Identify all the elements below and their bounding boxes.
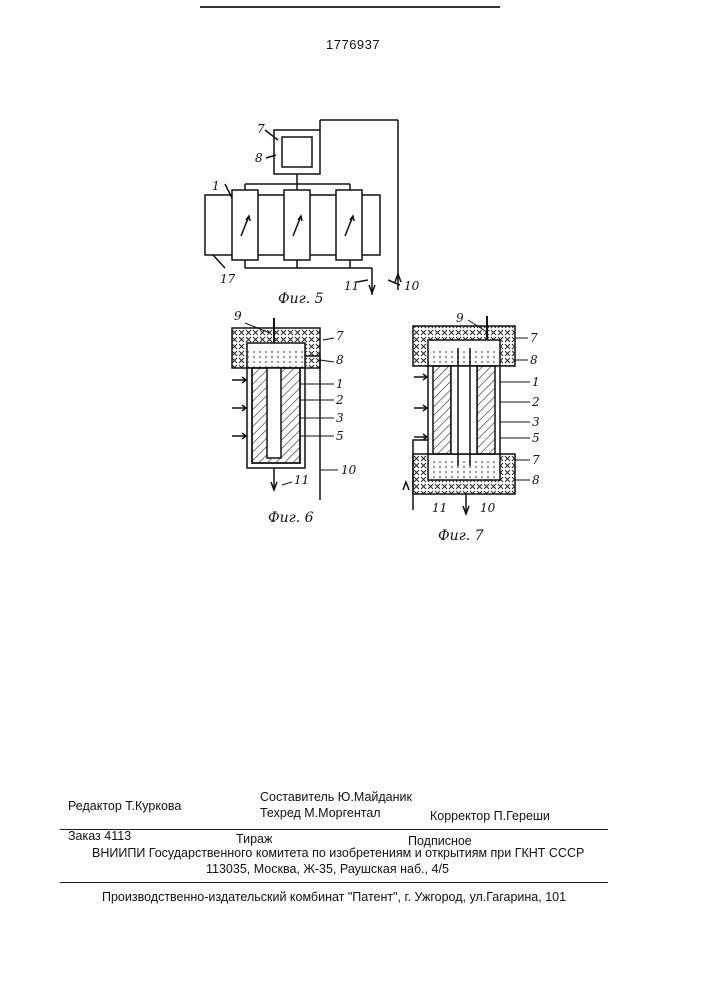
fig6-label-11: 11 xyxy=(294,473,309,487)
fig7-label-10: 10 xyxy=(480,501,496,515)
imprint-rule-top xyxy=(60,829,608,830)
fig7-caption: Фиг. 7 xyxy=(438,528,484,544)
fig5-block-7 xyxy=(282,137,312,167)
figure-7 xyxy=(403,316,530,514)
fig6-label-9: 9 xyxy=(234,309,242,323)
fig7-label-7-top: 7 xyxy=(530,331,538,345)
corrector-line: Корректор П.Гереши xyxy=(430,809,550,823)
fig7-label-7-bottom: 7 xyxy=(532,453,540,467)
imprint-rule-bottom xyxy=(60,882,608,883)
fig6-label-8: 8 xyxy=(336,353,344,367)
fig6-label-2: 2 xyxy=(335,393,344,407)
address-line: 113035, Москва, Ж-35, Раушская наб., 4/5 xyxy=(206,862,449,876)
fig5-label-10: 10 xyxy=(404,279,420,293)
fig5-label-11: 11 xyxy=(344,279,359,293)
techred-line: Техред М.Моргентал xyxy=(260,806,381,820)
fig6-label-10: 10 xyxy=(341,463,357,477)
compiler-line: Составитель Ю.Майданик xyxy=(260,790,412,804)
fig7-label-3: 3 xyxy=(532,415,540,429)
fig7-label-1: 1 xyxy=(532,375,540,389)
fig5-label-1: 1 xyxy=(212,179,220,193)
order-number: Заказ 4113 xyxy=(68,829,131,843)
circulation-label: Тираж xyxy=(236,832,272,846)
figure-5 xyxy=(205,120,401,295)
fig6-caption: Фиг. 6 xyxy=(268,510,314,526)
fig7-label-8-top: 8 xyxy=(530,353,538,367)
editor-line: Редактор Т.Куркова xyxy=(68,799,181,813)
fig6-label-7: 7 xyxy=(336,329,344,343)
fig7-label-9: 9 xyxy=(456,311,464,325)
fig6-label-1: 1 xyxy=(336,377,344,391)
fig5-label-7: 7 xyxy=(257,122,265,136)
fig6-label-3: 3 xyxy=(336,411,344,425)
fig5-caption: Фиг. 5 xyxy=(278,291,324,307)
fig5-label-17: 17 xyxy=(220,272,236,286)
publisher-line: Производственно-издательский комбинат "П… xyxy=(102,890,566,904)
organization-line: ВНИИПИ Государственного комитета по изоб… xyxy=(92,846,584,860)
patent-drawings: 7 8 1 17 11 10 Фиг. 5 xyxy=(0,0,707,560)
fig5-label-8: 8 xyxy=(255,151,263,165)
figure-6 xyxy=(232,318,338,500)
fig6-label-5: 5 xyxy=(336,429,344,443)
fig7-label-8-bottom: 8 xyxy=(532,473,540,487)
fig7-label-5: 5 xyxy=(532,431,540,445)
fig7-label-11: 11 xyxy=(432,501,447,515)
fig7-label-2: 2 xyxy=(531,395,540,409)
